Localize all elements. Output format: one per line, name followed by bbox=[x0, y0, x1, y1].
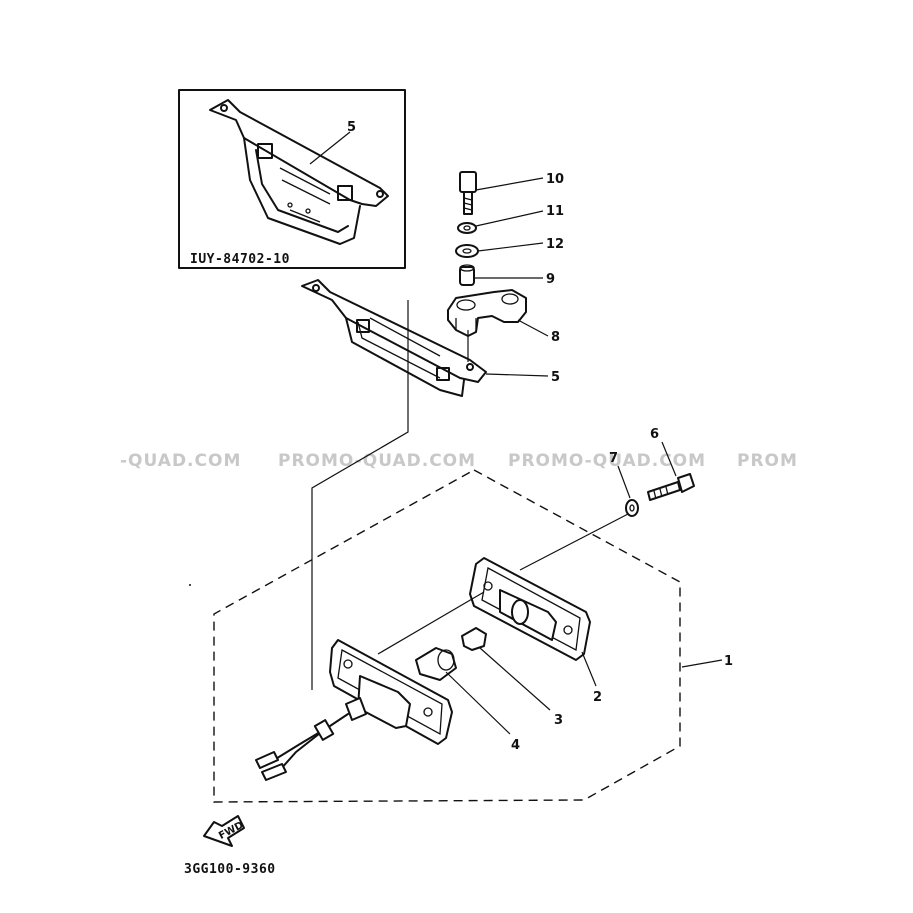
watermark: PROM bbox=[737, 451, 798, 471]
plain-washer-drawing bbox=[455, 244, 479, 258]
callout-spring-washer: 11 bbox=[546, 204, 564, 219]
leader-line bbox=[485, 373, 549, 377]
assembly-line bbox=[377, 591, 485, 655]
leader-line bbox=[477, 242, 544, 252]
watermark: PROMO-QUAD.COM bbox=[278, 451, 476, 471]
speck bbox=[189, 584, 191, 586]
watermark: PROMO-QUAD.COM bbox=[508, 451, 706, 471]
callout-lamp-assembly: 1 bbox=[724, 654, 733, 669]
leader-line bbox=[475, 210, 544, 227]
callout-lens: 2 bbox=[593, 690, 602, 705]
leader-line bbox=[681, 659, 723, 668]
callout-bulb: 3 bbox=[554, 713, 563, 728]
screw-drawing bbox=[647, 473, 695, 501]
leader-line bbox=[479, 647, 551, 711]
assembly-line bbox=[519, 513, 629, 571]
leader-line bbox=[475, 177, 544, 191]
watermark: -QUAD.COM bbox=[120, 451, 241, 471]
bracket-drawing bbox=[301, 279, 487, 397]
leader-line bbox=[517, 319, 549, 337]
leader-line bbox=[445, 671, 511, 735]
leader-line bbox=[661, 441, 677, 477]
leader-line bbox=[309, 131, 351, 165]
callout-collar: 9 bbox=[546, 272, 555, 287]
callout-socket: 4 bbox=[511, 738, 520, 753]
inset-part-code: IUY-84702-10 bbox=[190, 252, 290, 267]
spring-washer-drawing bbox=[457, 222, 477, 234]
callout-screw: 6 bbox=[650, 427, 659, 442]
assembly-boundary bbox=[213, 469, 681, 803]
inset-frame bbox=[178, 89, 406, 269]
watermark-row: -QUAD.COM PROMO-QUAD.COM PROMO-QUAD.COM … bbox=[120, 451, 798, 471]
lamp-housing-drawing bbox=[329, 639, 453, 745]
inset-box: 5 IUY-84702-10 bbox=[178, 89, 406, 269]
bulb-drawing bbox=[461, 627, 487, 651]
direction-arrow: FWD bbox=[203, 815, 245, 847]
wire-harness-drawing bbox=[255, 713, 349, 781]
callout-bolt: 10 bbox=[546, 172, 564, 187]
callout-plain-washer: 12 bbox=[546, 237, 564, 252]
washer-drawing bbox=[625, 499, 639, 517]
leader-line bbox=[617, 465, 631, 499]
callout-washer: 7 bbox=[609, 451, 618, 466]
callout-bracket: 5 bbox=[551, 370, 560, 385]
stay-drawing bbox=[447, 289, 527, 337]
inset-bracket-drawing bbox=[209, 99, 389, 245]
collar-drawing bbox=[459, 264, 475, 286]
leader-line bbox=[581, 651, 597, 687]
diagram-code: 3GG100-9360 bbox=[184, 862, 276, 877]
lens-drawing bbox=[469, 557, 591, 661]
bolt-drawing bbox=[459, 171, 477, 215]
assembly-line bbox=[311, 300, 409, 690]
callout-inset-bracket: 5 bbox=[347, 120, 356, 135]
callout-stay: 8 bbox=[551, 330, 560, 345]
